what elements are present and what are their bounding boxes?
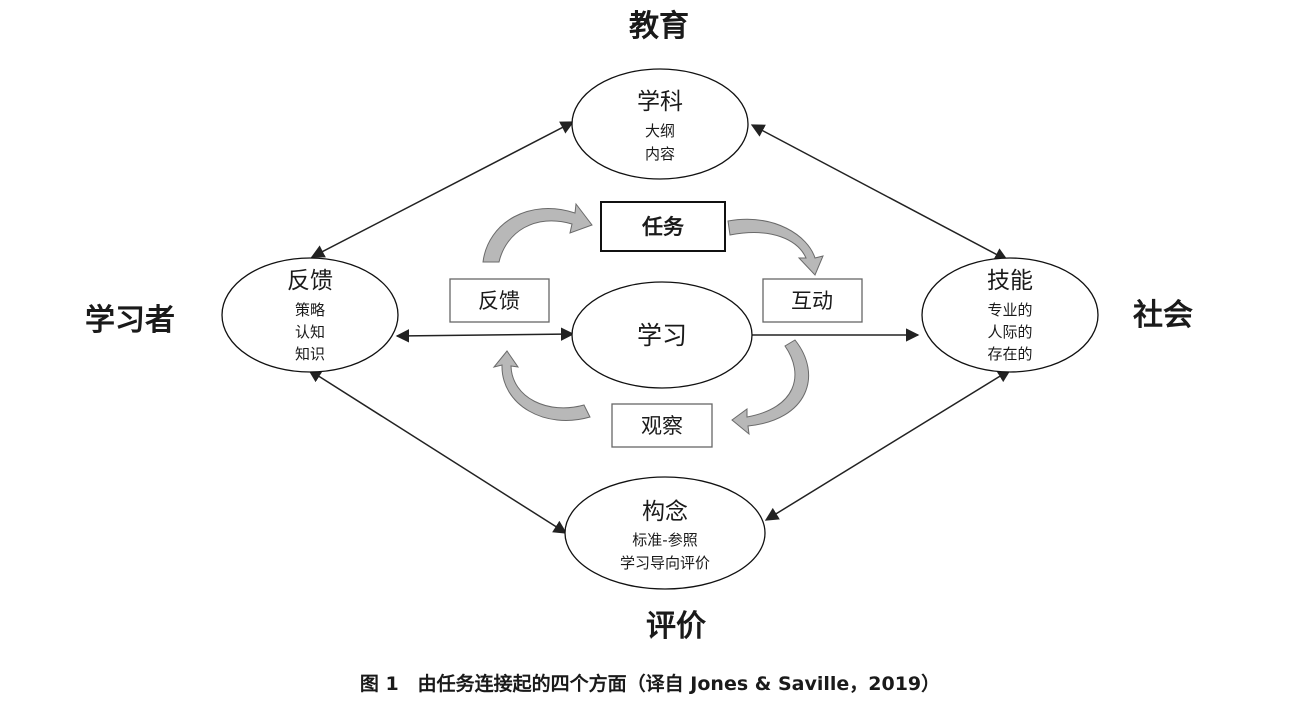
- cycle-arrow-task-to-interaction: [727, 219, 824, 276]
- node-feedback: 反馈 策略 认知 知识: [221, 257, 399, 373]
- node-learning: 学习: [571, 281, 753, 389]
- cycle-arrow-observation-to-feedback: [492, 350, 591, 421]
- node-construct-title: 构念: [642, 499, 688, 525]
- node-subject-line: 内容: [645, 145, 675, 163]
- label-learner: 学习者: [85, 303, 175, 338]
- node-feedback-line: 策略: [295, 301, 325, 319]
- box-observation: 观察: [611, 403, 713, 448]
- box-feedback-label: 反馈: [478, 289, 520, 313]
- arrow-subject-feedback: [310, 121, 575, 258]
- node-skills-line: 专业的: [987, 301, 1032, 319]
- node-skills-line: 人际的: [987, 323, 1032, 341]
- node-subject-line: 大纲: [645, 122, 675, 140]
- node-construct-line: 学习导向评价: [620, 554, 710, 572]
- node-construct: 构念 标准-参照 学习导向评价: [564, 476, 766, 590]
- label-society: 社会: [1133, 298, 1193, 333]
- box-feedback: 反馈: [449, 278, 550, 323]
- cycle-arrow-feedback-to-task: [482, 202, 593, 263]
- node-subject: 学科 大纲 内容: [571, 68, 749, 180]
- arrow-feedback-construct: [307, 369, 568, 534]
- node-feedback-title: 反馈: [287, 268, 333, 294]
- label-education: 教育: [629, 9, 689, 44]
- arrow-feedback-learning: [395, 327, 575, 343]
- box-task-label: 任务: [641, 215, 685, 239]
- arrow-skills-construct: [764, 369, 1012, 521]
- node-subject-title: 学科: [637, 89, 683, 115]
- label-assessment: 评价: [646, 609, 706, 644]
- box-task: 任务: [600, 201, 726, 252]
- figure-caption: 图 1 由任务连接起的四个方面（译自 Jones & Saville，2019）: [360, 672, 940, 695]
- arrow-subject-skills: [750, 124, 1009, 261]
- node-learning-title: 学习: [637, 321, 687, 350]
- node-feedback-line: 认知: [295, 323, 325, 341]
- node-skills-title: 技能: [987, 268, 1033, 294]
- box-observation-label: 观察: [641, 414, 683, 438]
- box-interaction: 互动: [762, 278, 863, 323]
- node-construct-line: 标准-参照: [632, 531, 697, 549]
- cycle-arrow-interaction-to-observation: [731, 339, 810, 436]
- node-skills: 技能 专业的 人际的 存在的: [921, 257, 1099, 373]
- node-skills-line: 存在的: [987, 345, 1032, 363]
- box-interaction-label: 互动: [791, 289, 833, 313]
- node-feedback-line: 知识: [295, 345, 325, 363]
